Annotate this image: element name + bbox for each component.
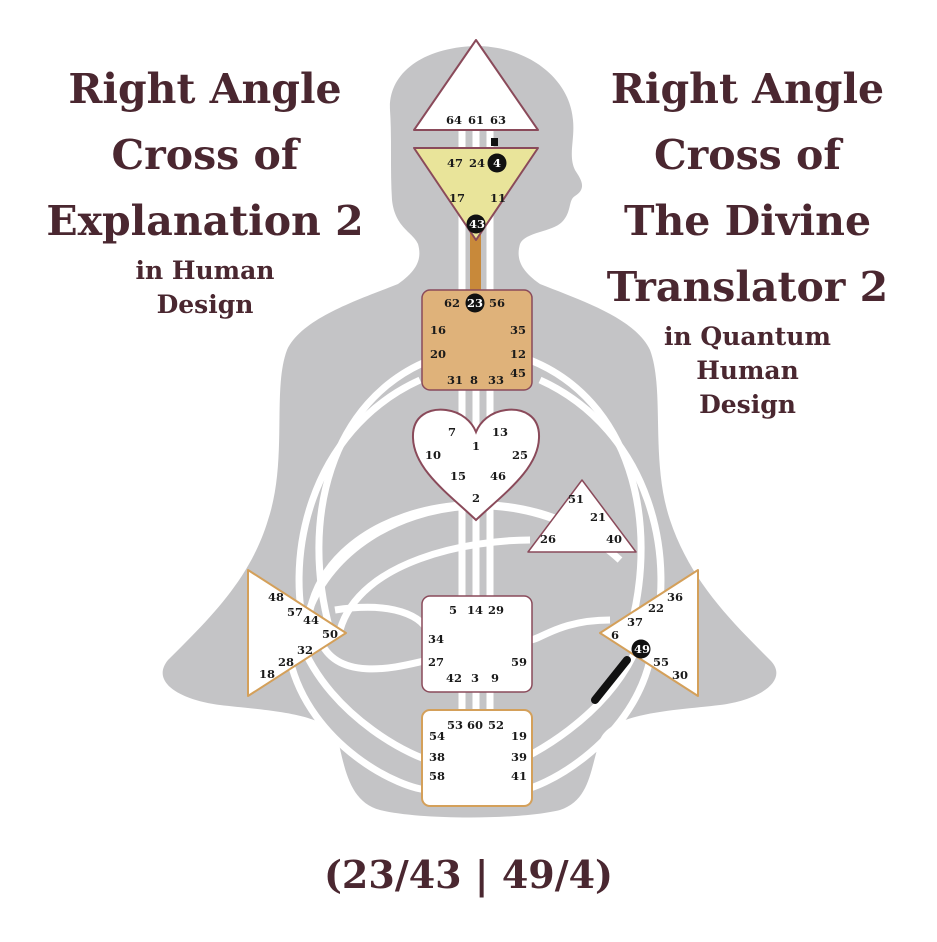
g-gate: 1	[472, 439, 480, 453]
root-gate: 54	[429, 729, 445, 743]
root-center	[421, 709, 533, 807]
throat-gate: 12	[510, 347, 526, 361]
heart-gate: 21	[590, 510, 606, 524]
throat-gate-active: 23	[467, 296, 483, 310]
sacral-gate: 29	[488, 603, 504, 617]
sacral-gate: 42	[446, 671, 462, 685]
spleen-gate: 28	[278, 655, 294, 669]
throat-gate: 20	[430, 347, 446, 361]
throat-gate: 62	[444, 296, 460, 310]
g-gate: 25	[512, 448, 528, 462]
throat-gate: 33	[488, 373, 504, 387]
root-gate: 53	[447, 718, 463, 732]
g-gate: 2	[472, 491, 480, 505]
throat-gate: 45	[510, 366, 526, 380]
channel-23-43	[470, 232, 481, 294]
g-gate: 7	[448, 425, 456, 439]
channel-tracks	[286, 100, 665, 794]
solar-plexus-center	[599, 569, 699, 697]
ajna-center	[413, 147, 539, 241]
head-center	[413, 39, 539, 131]
active-gate-marker	[465, 293, 485, 313]
spleen-gate: 32	[297, 643, 313, 657]
ajna-gate-active: 4	[493, 156, 501, 170]
spleen-gate: 57	[287, 605, 303, 619]
solar-plexus-gate-active: 49	[634, 642, 650, 656]
root-gate: 39	[511, 750, 527, 764]
g-gate: 46	[490, 469, 506, 483]
left-subtitle-line: Design	[156, 290, 254, 319]
sacral-gate: 34	[428, 632, 444, 646]
throat-center	[421, 289, 533, 391]
sacral-gate: 14	[467, 603, 483, 617]
active-gate-marker	[487, 153, 507, 173]
sacral-gate: 59	[511, 655, 527, 669]
right-title-line: Right Angle	[610, 65, 885, 113]
heart-gate: 26	[540, 532, 556, 546]
spleen-gate: 44	[303, 613, 319, 627]
throat-gate: 35	[510, 323, 526, 337]
root-gate: 38	[429, 750, 445, 764]
throat-gate: 16	[430, 323, 446, 337]
spleen-gate: 18	[259, 667, 275, 681]
sacral-gate: 3	[471, 671, 479, 685]
cross-formula: (23/43 | 49/4)	[323, 852, 614, 897]
right-title-line: The Divine	[623, 197, 872, 245]
solar-plexus-gate: 37	[627, 615, 643, 629]
heart-center	[527, 479, 637, 553]
head-gate: 64	[446, 113, 462, 127]
root-gate: 41	[511, 769, 527, 783]
left-title: Right Angle Cross of Explanation 2 in Hu…	[30, 56, 380, 322]
g-gate: 10	[425, 448, 441, 462]
left-subtitle-line: in Human	[135, 256, 275, 285]
solar-plexus-gate: 36	[667, 590, 683, 604]
ajna-gate: 47	[447, 156, 463, 170]
solar-plexus-gate: 30	[672, 668, 688, 682]
root-gate: 19	[511, 729, 527, 743]
g-center	[411, 408, 541, 522]
head-gate: 63	[490, 113, 506, 127]
sacral-center	[421, 595, 533, 693]
active-gate-marker	[466, 214, 486, 234]
channel-49-segment	[591, 656, 631, 704]
solar-plexus-gate: 55	[653, 655, 669, 669]
spleen-center	[247, 569, 347, 697]
channel-4-mark	[491, 138, 498, 146]
root-gate: 60	[467, 718, 483, 732]
spleen-gate: 50	[322, 627, 338, 641]
ajna-gate: 24	[469, 156, 485, 170]
heart-gate: 40	[606, 532, 622, 546]
ajna-gate-active: 43	[469, 217, 485, 231]
root-gate: 58	[429, 769, 445, 783]
root-gate: 52	[488, 718, 504, 732]
sacral-gate: 27	[428, 655, 444, 669]
left-title-line: Right Angle	[68, 65, 342, 113]
heart-gate: 51	[568, 492, 584, 506]
active-gate-marker	[631, 639, 651, 659]
right-subtitle-line: in Quantum	[664, 322, 831, 351]
left-title-line: Cross of	[111, 131, 299, 179]
g-gate: 13	[492, 425, 508, 439]
spleen-gate: 48	[268, 590, 284, 604]
right-subtitle-line: Human	[696, 356, 799, 385]
head-gate: 61	[468, 113, 484, 127]
throat-gate: 56	[489, 296, 505, 310]
sacral-gate: 5	[449, 603, 457, 617]
solar-plexus-gate: 22	[648, 601, 664, 615]
throat-gate: 31	[447, 373, 463, 387]
throat-gate: 8	[470, 373, 478, 387]
right-title-line: Cross of	[653, 131, 841, 179]
sacral-gate: 9	[491, 671, 499, 685]
ajna-gate: 11	[490, 191, 506, 205]
g-gate: 15	[450, 469, 466, 483]
right-title-line: Translator 2	[606, 263, 889, 311]
right-title: Right Angle Cross of The Divine Translat…	[575, 56, 920, 422]
left-title-line: Explanation 2	[46, 197, 364, 245]
right-subtitle-line: Design	[699, 390, 796, 419]
solar-plexus-gate: 6	[611, 628, 619, 642]
ajna-gate: 17	[449, 191, 465, 205]
